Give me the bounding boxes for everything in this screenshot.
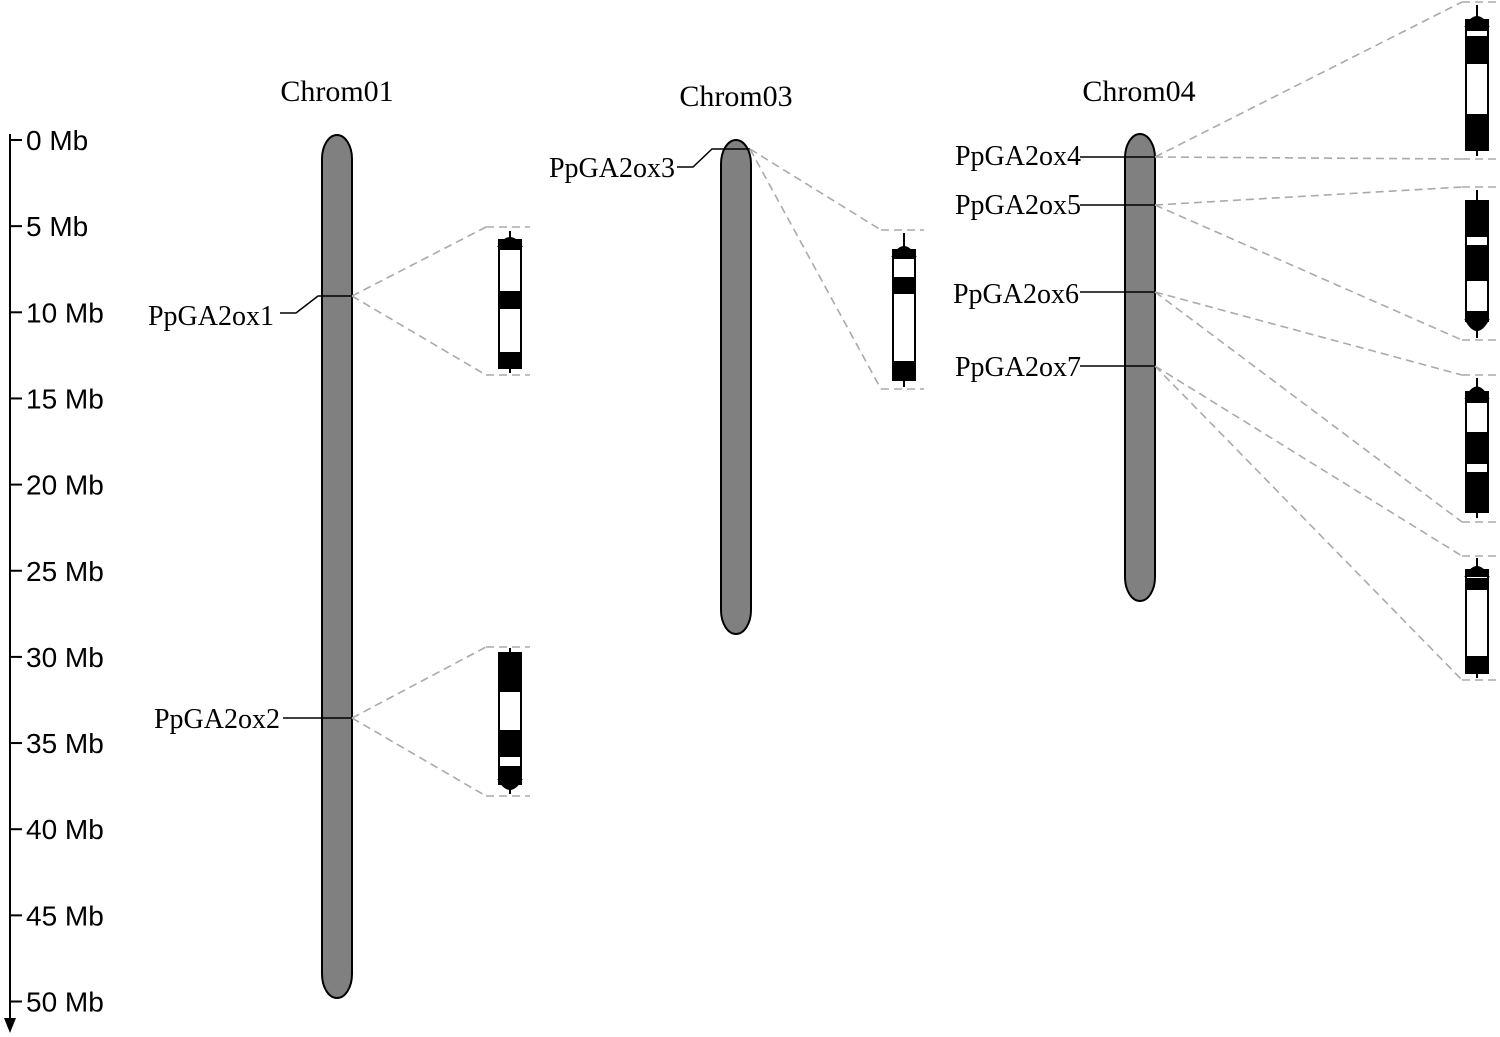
gene-label-ppga2ox1: PpGA2ox1 xyxy=(148,301,274,332)
axis-tick-label: 20 Mb xyxy=(26,470,104,501)
chromosome-title-chrom03: Chrom03 xyxy=(679,80,792,113)
axis-tick-label: 15 Mb xyxy=(26,383,104,414)
gene-label-ppga2ox5: PpGA2ox5 xyxy=(955,190,1081,221)
axis-arrow xyxy=(4,1018,16,1033)
leader-ppga2ox1 xyxy=(280,295,352,314)
chromosome-title-chrom04: Chrom04 xyxy=(1082,75,1195,108)
scale-axis: 0 Mb 5 Mb 10 Mb 15 Mb 20 Mb 25 Mb 30 Mb 35 Mb 40… xyxy=(4,125,104,1033)
axis-tick-label: 50 Mb xyxy=(26,987,104,1018)
gene-structure-ppga2ox5 xyxy=(1464,190,1490,338)
gene-label-ppga2ox2: PpGA2ox2 xyxy=(154,704,280,735)
chromosome-bar-chrom04 xyxy=(1124,133,1156,602)
leader-ppga2ox3 xyxy=(677,148,750,168)
gene-structure-ppga2ox2 xyxy=(497,648,523,794)
chromosome-title-chrom01: Chrom01 xyxy=(280,75,393,108)
gene-label-ppga2ox6: PpGA2ox6 xyxy=(953,279,1079,310)
gene-structure-ppga2ox4 xyxy=(1464,5,1490,156)
gene-leaders xyxy=(280,148,1155,719)
gene-label-ppga2ox7: PpGA2ox7 xyxy=(955,352,1081,383)
chromosome-bar-chrom03 xyxy=(720,139,752,635)
gene-structure-ppga2ox1 xyxy=(497,231,523,373)
chromosome-bar-chrom01 xyxy=(321,134,353,999)
axis-tick-label: 35 Mb xyxy=(26,728,104,759)
axis-tick-label: 10 Mb xyxy=(26,297,104,328)
axis-tick-label: 30 Mb xyxy=(26,642,104,673)
gene-structure-ppga2ox3 xyxy=(891,233,917,387)
axis-tick-label: 25 Mb xyxy=(26,556,104,587)
axis-tick-label: 0 Mb xyxy=(26,125,88,156)
axis-tick-label: 5 Mb xyxy=(26,211,88,242)
gene-label-ppga2ox3: PpGA2ox3 xyxy=(549,153,675,184)
gene-structure-ppga2ox7 xyxy=(1464,558,1490,678)
zoom-connectors xyxy=(351,1,1497,797)
gene-structure-ppga2ox6 xyxy=(1464,378,1490,518)
axis-tick-label: 40 Mb xyxy=(26,814,104,845)
axis-tick-label: 45 Mb xyxy=(26,900,104,931)
axis-ticks: 0 Mb 5 Mb 10 Mb 15 Mb 20 Mb 25 Mb 30 Mb 35 Mb 40… xyxy=(10,125,104,1018)
gene-label-ppga2ox4: PpGA2ox4 xyxy=(955,141,1081,172)
